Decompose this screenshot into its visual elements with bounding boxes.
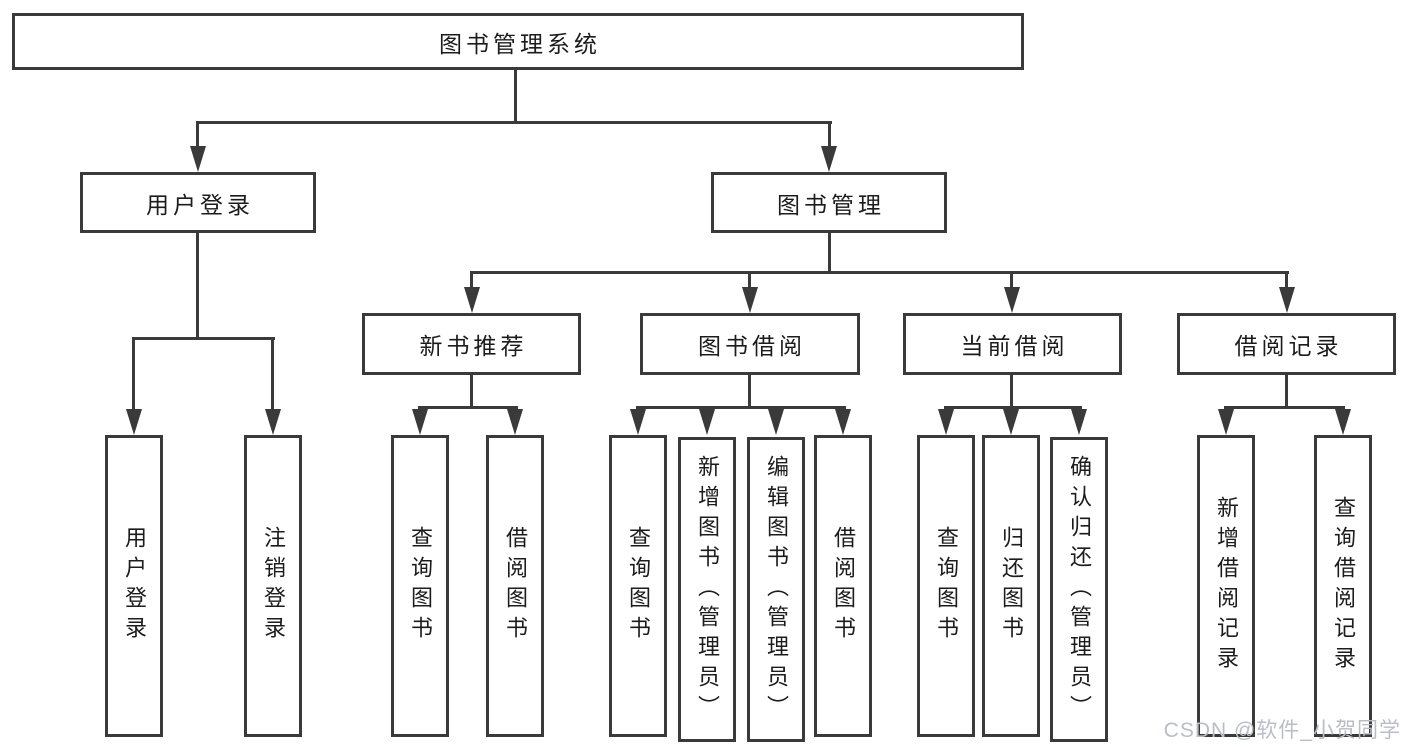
connector-root-stem [514,70,517,121]
arrowhead-down-icon [630,409,646,435]
arrowhead-down-icon [699,409,715,435]
csdn-watermark: CSDN @软件_小贺同学 [1163,719,1401,742]
connector-bookmgmt-stem-1 [470,271,473,288]
node-current-borrow: 当前借阅 [903,313,1122,375]
leaf-cb-return-books: 归还图书 [982,435,1040,737]
arrowhead-down-icon [1071,409,1087,435]
arrowhead-down-icon [1004,287,1020,313]
connector-userlogin-right-stem [271,337,274,411]
leaf-cb-query-books: 查询图书 [917,435,975,737]
leaf-cb-return-books-label: 归还图书 [999,526,1024,646]
connector-root-left-stem [196,121,199,148]
leaf-cb-confirm-return-admin-label: 确认归还（管理员） [1067,454,1092,725]
leaf-br-query-record-label: 查询借阅记录 [1331,496,1356,676]
connector-bookmgmt-stem-2 [748,271,751,288]
node-book-management-label: 图书管理 [777,191,885,218]
arrowhead-down-icon [938,409,954,435]
leaf-logout-label: 注销登录 [261,526,286,646]
arrowhead-down-icon [412,409,428,435]
arrowhead-down-icon [835,409,851,435]
connector-br-bar [1224,406,1345,409]
leaf-nbr-borrow-books-label: 借阅图书 [503,526,528,646]
node-book-borrow: 图书借阅 [640,313,860,375]
connector-br-stem [1285,375,1288,408]
arrowhead-down-icon [126,409,142,435]
leaf-bb-add-books-admin-label: 新增图书（管理员） [695,454,720,725]
leaf-br-add-record: 新增借阅记录 [1197,435,1255,737]
arrowhead-down-icon [1335,409,1351,435]
connector-userlogin-stem [196,233,199,337]
connector-bb-stem [748,375,751,408]
node-borrow-records-label: 借阅记录 [1234,333,1343,359]
node-root-label: 图书管理系统 [439,30,601,57]
leaf-bb-borrow-books: 借阅图书 [814,435,872,737]
connector-userlogin-left-stem [132,337,135,411]
node-borrow-records: 借阅记录 [1177,313,1396,375]
node-new-book-recommend: 新书推荐 [362,313,581,375]
arrowhead-down-icon [768,409,784,435]
leaf-user-login: 用户登录 [105,435,163,737]
connector-bookmgmt-stem-3 [1010,271,1013,288]
node-book-borrow-label: 图书借阅 [698,333,806,359]
arrowhead-down-icon [464,287,480,313]
leaf-nbr-borrow-books: 借阅图书 [486,435,544,737]
arrowhead-down-icon [190,146,206,172]
arrowhead-down-icon [821,146,837,172]
connector-bookmgmt-stem [828,233,831,271]
connector-root-bar [196,121,832,124]
leaf-cb-confirm-return-admin: 确认归还（管理员） [1050,437,1108,742]
connector-nbr-stem [470,375,473,408]
connector-root-right-stem [828,121,831,148]
connector-nbr-bar [418,406,518,409]
arrowhead-down-icon [507,409,523,435]
connector-userlogin-bar [132,337,275,340]
leaf-nbr-query-books-label: 查询图书 [408,526,433,646]
leaf-nbr-query-books: 查询图书 [391,435,449,737]
connector-bb-bar [636,406,846,409]
connector-bookmgmt-bar [470,271,1289,274]
leaf-logout: 注销登录 [244,435,302,737]
connector-bookmgmt-stem-4 [1285,271,1288,288]
arrowhead-down-icon [1279,287,1295,313]
leaf-bb-borrow-books-label: 借阅图书 [831,526,856,646]
leaf-br-query-record: 查询借阅记录 [1314,435,1372,737]
leaf-cb-query-books-label: 查询图书 [934,526,959,646]
leaf-br-add-record-label: 新增借阅记录 [1214,496,1239,676]
node-root: 图书管理系统 [12,13,1024,70]
leaf-bb-query-books: 查询图书 [609,435,667,737]
arrowhead-down-icon [265,409,281,435]
arrowhead-down-icon [742,287,758,313]
connector-cb-stem [1010,375,1013,408]
leaf-bb-edit-books-admin-label: 编辑图书（管理员） [764,454,789,725]
node-new-book-recommend-label: 新书推荐 [419,333,528,359]
leaf-bb-add-books-admin: 新增图书（管理员） [678,437,736,742]
node-book-management: 图书管理 [711,172,947,233]
node-current-borrow-label: 当前借阅 [960,333,1069,359]
node-user-login-label: 用户登录 [146,191,254,218]
leaf-bb-query-books-label: 查询图书 [626,526,651,646]
arrowhead-down-icon [1003,409,1019,435]
connector-cb-bar [944,406,1082,409]
leaf-user-login-label: 用户登录 [122,526,147,646]
arrowhead-down-icon [1218,409,1234,435]
leaf-bb-edit-books-admin: 编辑图书（管理员） [747,437,805,742]
node-user-login: 用户登录 [80,172,316,233]
